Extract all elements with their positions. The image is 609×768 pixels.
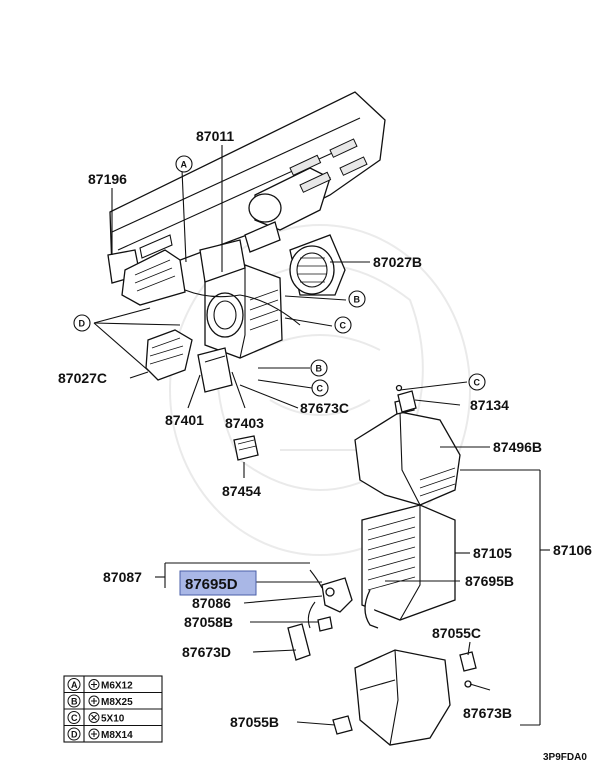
label-87011: 87011 [196,128,234,144]
tape-87454 [233,435,259,461]
label-87673B: 87673B [463,705,512,721]
duct-87027C [145,329,193,381]
callout-A-circle [175,155,193,173]
dashboard [109,91,386,271]
callout-B-circle-2 [310,359,328,377]
callout-D-circle [73,314,91,332]
callout-C-1: C [340,321,347,331]
callout-B-2: B [316,364,323,374]
label-87087: 87087 [103,569,142,585]
legend-key-A: A [71,680,78,690]
part-87134 [395,384,417,413]
label-87105: 87105 [473,545,512,561]
callout-D: D [79,319,86,329]
label-87673C: 87673C [300,400,349,416]
core-87105 [361,504,456,629]
valve-group-87087 [307,569,353,629]
label-87086: 87086 [192,595,231,611]
legend-key-D: D [71,730,78,740]
label-87055C: 87055C [432,625,481,641]
legend-value-C: 5X10 [101,714,125,725]
label-87134: 87134 [470,397,509,413]
callout-C-2: C [317,384,324,394]
legend-key-C: C [71,713,78,723]
label-87106: 87106 [553,542,592,558]
label-87403: 87403 [225,415,264,431]
legend-value-A: M6X12 [101,681,133,692]
label-87027B: 87027B [373,254,422,270]
label-87401: 87401 [165,412,204,428]
label-87695D[interactable]: 87695D [185,576,238,593]
callouts: A B C D B C C [73,155,486,397]
legend-table: A M6X12 B M8X25 C 5X10 D M8X14 [63,675,163,743]
label-87027C: 87027C [58,370,107,386]
label-87695B: 87695B [465,573,514,589]
case-lower [354,649,451,746]
diagram-code: 3P9FDA0 [543,752,587,763]
case-87496B [354,397,461,506]
legend-key-B: B [71,697,78,707]
callout-C-circle-2 [311,379,329,397]
label-87196: 87196 [88,171,127,187]
legend-value-B: M8X25 [101,697,133,708]
callout-B-1: B [354,295,361,305]
part-labels: 87011 87196 87027B 87027C 87401 87403 87… [58,128,592,730]
legend-value-D: M8X14 [101,730,133,741]
part-87055B [332,715,353,735]
highlight-87695D[interactable] [179,570,257,596]
callout-C-circle-3 [468,373,486,391]
label-87673D: 87673D [182,644,231,660]
label-87454: 87454 [222,483,261,499]
callout-A: A [181,160,188,170]
label-87496B: 87496B [493,439,542,455]
label-87055B: 87055B [230,714,279,730]
part-87673D [287,623,311,661]
bracket-87401 [197,347,233,393]
leader-lines [93,145,550,726]
label-87058B: 87058B [184,614,233,630]
duct-87027B [289,234,346,296]
callout-C-circle-1 [334,316,352,334]
part-87058B [317,616,333,632]
heater-unit [184,239,301,359]
callout-C-3: C [474,378,481,388]
duct-87196 [107,249,186,306]
callout-B-circle-1 [348,290,366,308]
